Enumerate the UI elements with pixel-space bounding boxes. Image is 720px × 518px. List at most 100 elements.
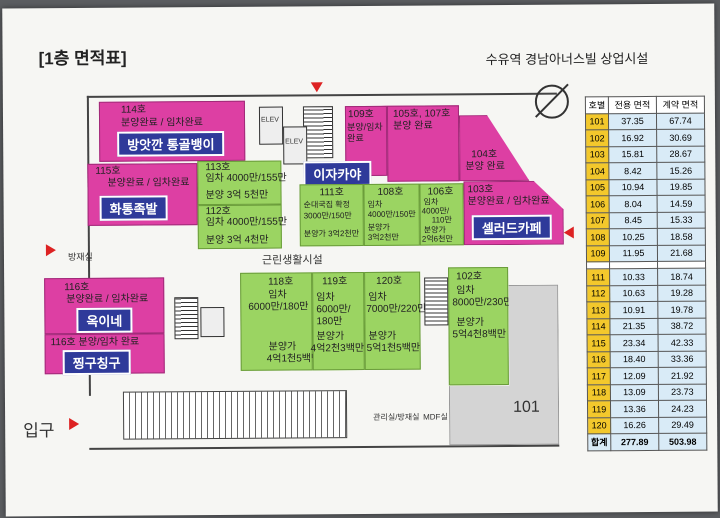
unit-number-cell: 102 xyxy=(585,129,609,147)
contract-area-cell: 33.36 xyxy=(658,350,707,368)
unit-113-sale: 분양 3억 5천만 xyxy=(205,189,269,202)
table-header-row: 호별 전용 면적 계약 면적 xyxy=(585,96,705,114)
unit-104-number: 104호 xyxy=(471,149,498,161)
elevator-1 xyxy=(258,106,284,145)
unit-111-rent2: 3000만/150만 xyxy=(303,211,352,221)
exclusive-area-cell: 18.40 xyxy=(610,350,659,368)
contract-area-cell: 19.78 xyxy=(657,301,706,318)
unit-116-tenant-tag: 옥이네 xyxy=(76,307,133,333)
unit-115-status: 분양완료 / 임차완료 xyxy=(107,177,190,189)
elevator-3 xyxy=(200,306,225,338)
unit-119-number: 119호 xyxy=(322,276,348,288)
unit-118-rent2: 6000만/180만 xyxy=(248,301,309,313)
unit-number-cell: 108 xyxy=(586,228,610,246)
unit-104-status: 분양 완료 xyxy=(465,160,505,173)
stairs-right xyxy=(424,277,449,326)
unit-number-cell: 105 xyxy=(585,179,610,196)
contract-area-cell: 21.68 xyxy=(657,244,706,262)
unit-number-cell: 112 xyxy=(586,285,610,302)
unit-number-cell: 101 xyxy=(585,113,609,130)
unit-119-rent: 임차 xyxy=(316,292,335,304)
contract-area-cell: 38.72 xyxy=(657,317,707,335)
unit-number-cell: 106 xyxy=(586,195,610,213)
contract-area-cell: 67.74 xyxy=(656,112,705,130)
exclusive-area-cell: 21.35 xyxy=(609,317,659,335)
entrance-arrow xyxy=(69,417,80,431)
exclusive-area-cell: 10.33 xyxy=(609,268,658,286)
unit-120-rent2: 7000만/220만 xyxy=(366,303,427,315)
unit-108-sale2: 3억2천만 xyxy=(367,232,399,242)
unit-118-rent: 임차 xyxy=(268,289,287,301)
exclusive-area-cell: 10.25 xyxy=(609,228,658,246)
unit-112-sale: 분양 3억 4천만 xyxy=(205,234,269,247)
page-title: [1층 면적표] xyxy=(38,48,127,69)
stairs-center xyxy=(302,106,334,159)
unit-number-cell: 118 xyxy=(587,384,611,401)
contract-area-cell: 29.49 xyxy=(658,416,707,434)
disaster-room-label: 방재실 xyxy=(67,251,93,263)
unit-number-cell: 109 xyxy=(586,245,610,262)
table-header: 전용 면적 xyxy=(608,96,657,114)
unit-119-sale: 분양가 xyxy=(316,331,345,343)
unit-103-status: 분양완료 / 임차완료 xyxy=(467,195,550,208)
unit-116-sub-status: 116호 분양/임차 완료 xyxy=(50,336,140,349)
unit-102-rent2: 8000만/230만 xyxy=(452,296,513,309)
unit-113-rent: 임차 4000만/155만 xyxy=(205,172,287,185)
unit-106-sale2: 2억6천만 xyxy=(421,234,453,244)
contract-area-cell: 24.23 xyxy=(658,400,707,417)
unit-112-rent: 임차 4000만/155만 xyxy=(205,216,288,229)
table-header: 계약 면적 xyxy=(656,96,705,113)
unit-119-rent2: 6000만/ xyxy=(316,304,351,316)
unit-114-tenant-tag: 방앗깐 통골뱅이 xyxy=(117,130,225,157)
table-total-row: 합계 277.89 503.98 xyxy=(587,433,707,451)
unit-102-sale: 분양가 xyxy=(456,317,485,329)
unit-116-status: 분양완료 / 임차완료 xyxy=(66,293,149,306)
unit-108-number: 108호 xyxy=(377,186,404,198)
compass-icon xyxy=(534,84,570,119)
unit-101-number: 101 xyxy=(512,398,540,416)
unit-118-sale: 분양가 xyxy=(268,341,297,353)
exclusive-area-cell: 13.36 xyxy=(610,400,659,418)
page-subtitle: 수유역 경남아너스빌 상업시설 xyxy=(485,50,649,68)
outer-wall-bottom xyxy=(89,444,560,450)
contract-area-cell: 18.58 xyxy=(657,228,706,245)
unit-number-cell: 120 xyxy=(587,417,611,434)
unit-105-107-number: 105호, 107호 xyxy=(392,108,451,120)
elevator-1-label: ELEV xyxy=(260,116,279,124)
unit-number-cell: 113 xyxy=(586,301,610,319)
unit-number-cell: 114 xyxy=(586,318,611,335)
contract-area-cell: 21.92 xyxy=(658,367,707,384)
unit-114-number: 114호 xyxy=(120,104,147,116)
exclusive-area-cell: 8.42 xyxy=(608,162,657,180)
unit-number-cell: 104 xyxy=(585,162,609,180)
unit-116-sub-tenant-tag: 찡구칭구 xyxy=(62,349,131,376)
unit-120-number: 120호 xyxy=(376,275,403,287)
unit-number-cell: 116 xyxy=(587,351,611,368)
unit-114-status: 분양완료 / 임차완료 xyxy=(121,117,204,129)
mdf-room-label: MDF실 xyxy=(423,412,448,422)
mgmt-room-label: 관리실/방재실 xyxy=(373,412,420,422)
neighborhood-facility-label: 근린생활시설 xyxy=(261,254,323,267)
unit-115-number: 115호 xyxy=(95,165,121,177)
contract-area-cell: 18.74 xyxy=(657,268,706,285)
exclusive-area-cell: 16.26 xyxy=(610,416,659,434)
contract-area-cell: 19.85 xyxy=(656,178,706,196)
total-exclusive-area: 277.89 xyxy=(610,433,659,451)
unit-102-number: 102호 xyxy=(456,271,483,283)
entry-arrow-top xyxy=(310,82,323,93)
exclusive-area-cell: 8.45 xyxy=(609,211,658,229)
parking-ramp xyxy=(122,390,348,440)
entry-arrow-right xyxy=(563,226,574,239)
unit-120-rent: 임차 xyxy=(368,291,387,303)
unit-number-cell: 111 xyxy=(586,268,610,286)
